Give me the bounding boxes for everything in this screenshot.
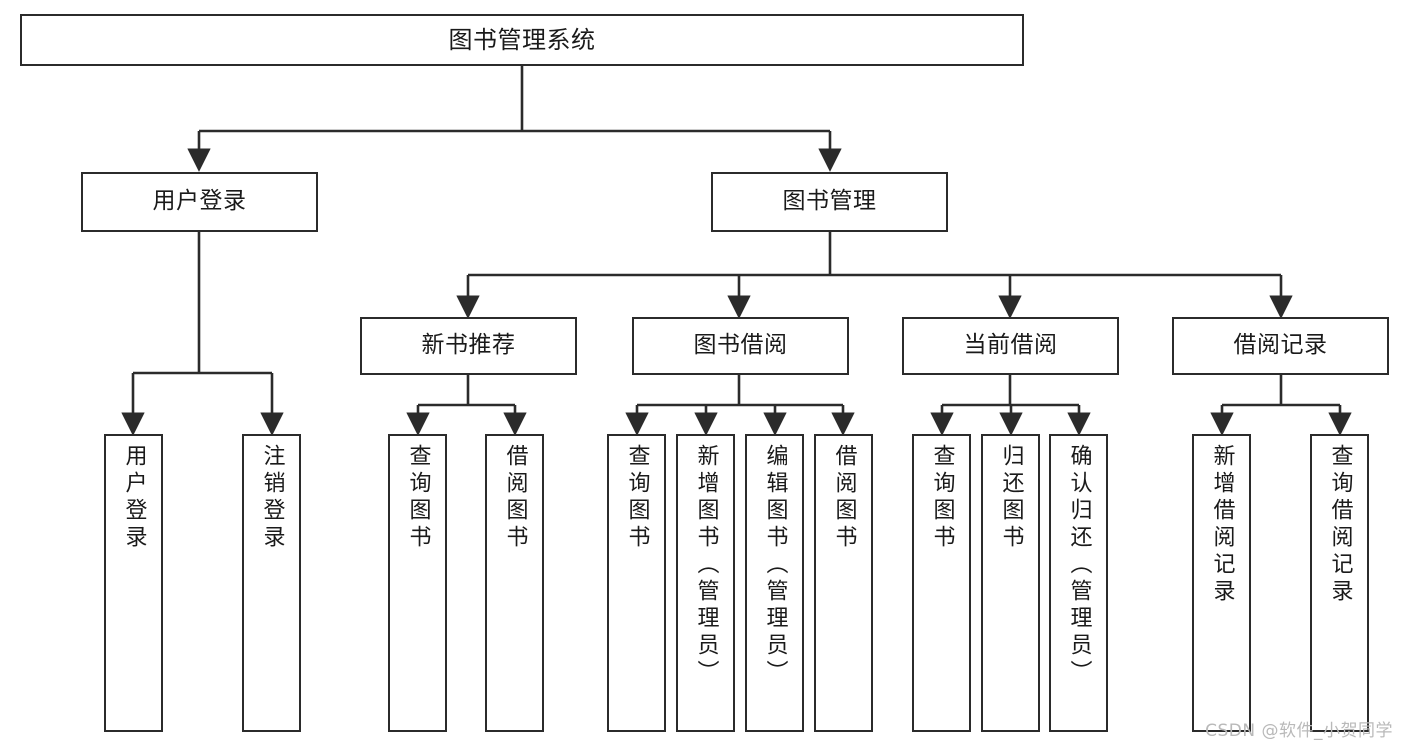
node-book-borrow-label: 图书借阅 [693,332,788,359]
leaf-logout-label: 注销登录 [259,444,285,552]
node-root-label: 图书管理系统 [448,25,596,54]
leaf-return-book[interactable]: 归还图书 [981,434,1040,732]
node-user-login[interactable]: 用户登录 [81,172,318,232]
leaf-user-login-label: 用户登录 [121,444,147,552]
leaf-query-book-recommend[interactable]: 查询图书 [388,434,447,732]
node-user-login-label: 用户登录 [152,188,247,215]
leaf-query-book-recommend-label: 查询图书 [405,444,431,552]
leaf-edit-book-admin-label: 编辑图书（管理员） [762,444,788,687]
node-root[interactable]: 图书管理系统 [20,14,1024,66]
leaf-confirm-return-admin-label: 确认归还（管理员） [1066,444,1092,687]
leaf-edit-book-admin[interactable]: 编辑图书（管理员） [745,434,804,732]
leaf-confirm-return-admin[interactable]: 确认归还（管理员） [1049,434,1108,732]
leaf-query-borrow-record-label: 查询借阅记录 [1327,444,1353,606]
node-borrow-records[interactable]: 借阅记录 [1172,317,1389,375]
leaf-borrow-book-label: 借阅图书 [831,444,857,552]
leaf-borrow-book-recommend[interactable]: 借阅图书 [485,434,544,732]
leaf-add-book-admin-label: 新增图书（管理员） [693,444,719,687]
leaf-return-book-label: 归还图书 [998,444,1024,552]
leaf-logout[interactable]: 注销登录 [242,434,301,732]
node-new-book-recommend-label: 新书推荐 [421,332,516,359]
leaf-user-login[interactable]: 用户登录 [104,434,163,732]
leaf-query-borrow-record[interactable]: 查询借阅记录 [1310,434,1369,732]
node-current-borrow[interactable]: 当前借阅 [902,317,1119,375]
node-book-management[interactable]: 图书管理 [711,172,948,232]
leaf-query-book-current[interactable]: 查询图书 [912,434,971,732]
leaf-query-book[interactable]: 查询图书 [607,434,666,732]
leaf-borrow-book-recommend-label: 借阅图书 [502,444,528,552]
node-book-management-label: 图书管理 [782,188,877,215]
leaf-add-borrow-record-label: 新增借阅记录 [1209,444,1235,606]
node-current-borrow-label: 当前借阅 [963,332,1058,359]
node-new-book-recommend[interactable]: 新书推荐 [360,317,577,375]
leaf-add-book-admin[interactable]: 新增图书（管理员） [676,434,735,732]
leaf-query-book-current-label: 查询图书 [929,444,955,552]
leaf-query-book-label: 查询图书 [624,444,650,552]
leaf-add-borrow-record[interactable]: 新增借阅记录 [1192,434,1251,732]
node-book-borrow[interactable]: 图书借阅 [632,317,849,375]
node-borrow-records-label: 借阅记录 [1233,332,1328,359]
leaf-borrow-book[interactable]: 借阅图书 [814,434,873,732]
watermark-text: CSDN @软件_小贺同学 [1205,721,1393,741]
